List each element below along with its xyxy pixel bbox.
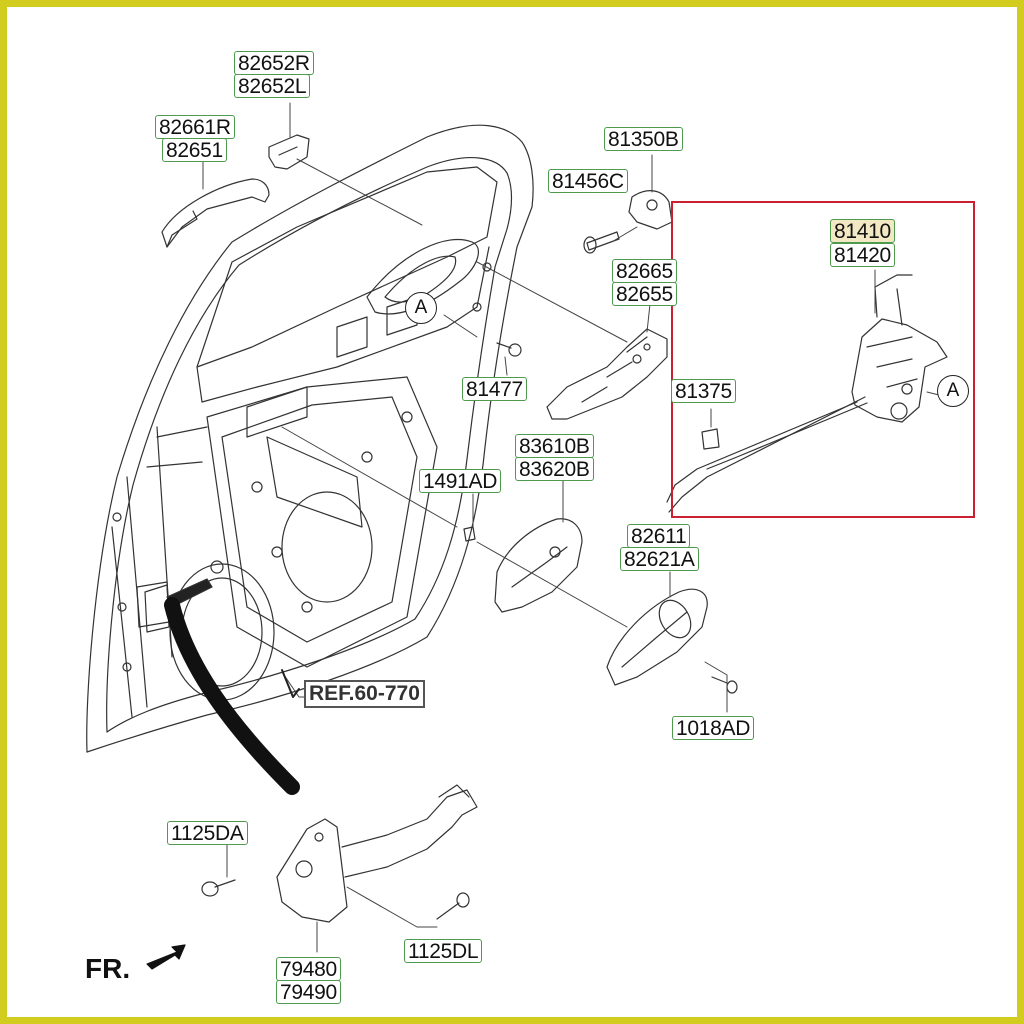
inside-handle-housing — [494, 518, 583, 613]
ref-arrow — [164, 597, 300, 795]
reference-label: REF.60-770 — [304, 680, 425, 708]
label-82661R: 82661R — [155, 115, 235, 139]
label-1018AD: 1018AD — [672, 716, 755, 740]
latch-assembly — [666, 274, 948, 513]
highlight-box — [671, 201, 975, 518]
label-82651: 82651 — [162, 138, 227, 162]
label-82621A: 82621A — [620, 547, 699, 571]
handle-bracket — [546, 328, 668, 420]
door-exploded-drawing — [86, 102, 975, 970]
label-82652R: 82652R — [234, 51, 314, 75]
door-checker — [276, 784, 478, 923]
label-81477: 81477 — [462, 377, 527, 401]
label-82652L: 82652L — [234, 74, 311, 98]
label-79480: 79480 — [276, 957, 341, 981]
clip-1491AD — [463, 526, 476, 542]
label-82655: 82655 — [612, 282, 677, 306]
callout-marker-door: A — [405, 292, 437, 324]
label-81350B: 81350B — [604, 127, 683, 151]
bolts-1125 — [201, 879, 470, 920]
outside-handle-assembly — [161, 134, 310, 248]
bolt-81477 — [496, 342, 522, 357]
label-81410: 81410 — [830, 219, 895, 243]
front-arrow-icon — [146, 944, 186, 970]
front-indicator: FR. — [85, 953, 131, 984]
label-82665: 82665 — [612, 259, 677, 283]
label-81456C: 81456C — [548, 169, 628, 193]
clip-81375 — [701, 428, 720, 450]
label-1491AD: 1491AD — [419, 469, 502, 493]
label-83620B: 83620B — [515, 457, 594, 481]
label-1125DA: 1125DA — [167, 821, 248, 845]
label-81420: 81420 — [830, 243, 895, 267]
door-panel-outline — [86, 124, 534, 753]
label-81375: 81375 — [671, 379, 736, 403]
callout-marker-latch: A — [937, 375, 969, 407]
label-1125DL: 1125DL — [404, 939, 483, 963]
inside-handle-cover — [606, 588, 708, 686]
label-83610B: 83610B — [515, 434, 594, 458]
striker-parts — [583, 190, 673, 254]
label-79490: 79490 — [276, 980, 341, 1004]
screw-1018AD — [711, 676, 738, 694]
label-82611: 82611 — [627, 524, 691, 548]
